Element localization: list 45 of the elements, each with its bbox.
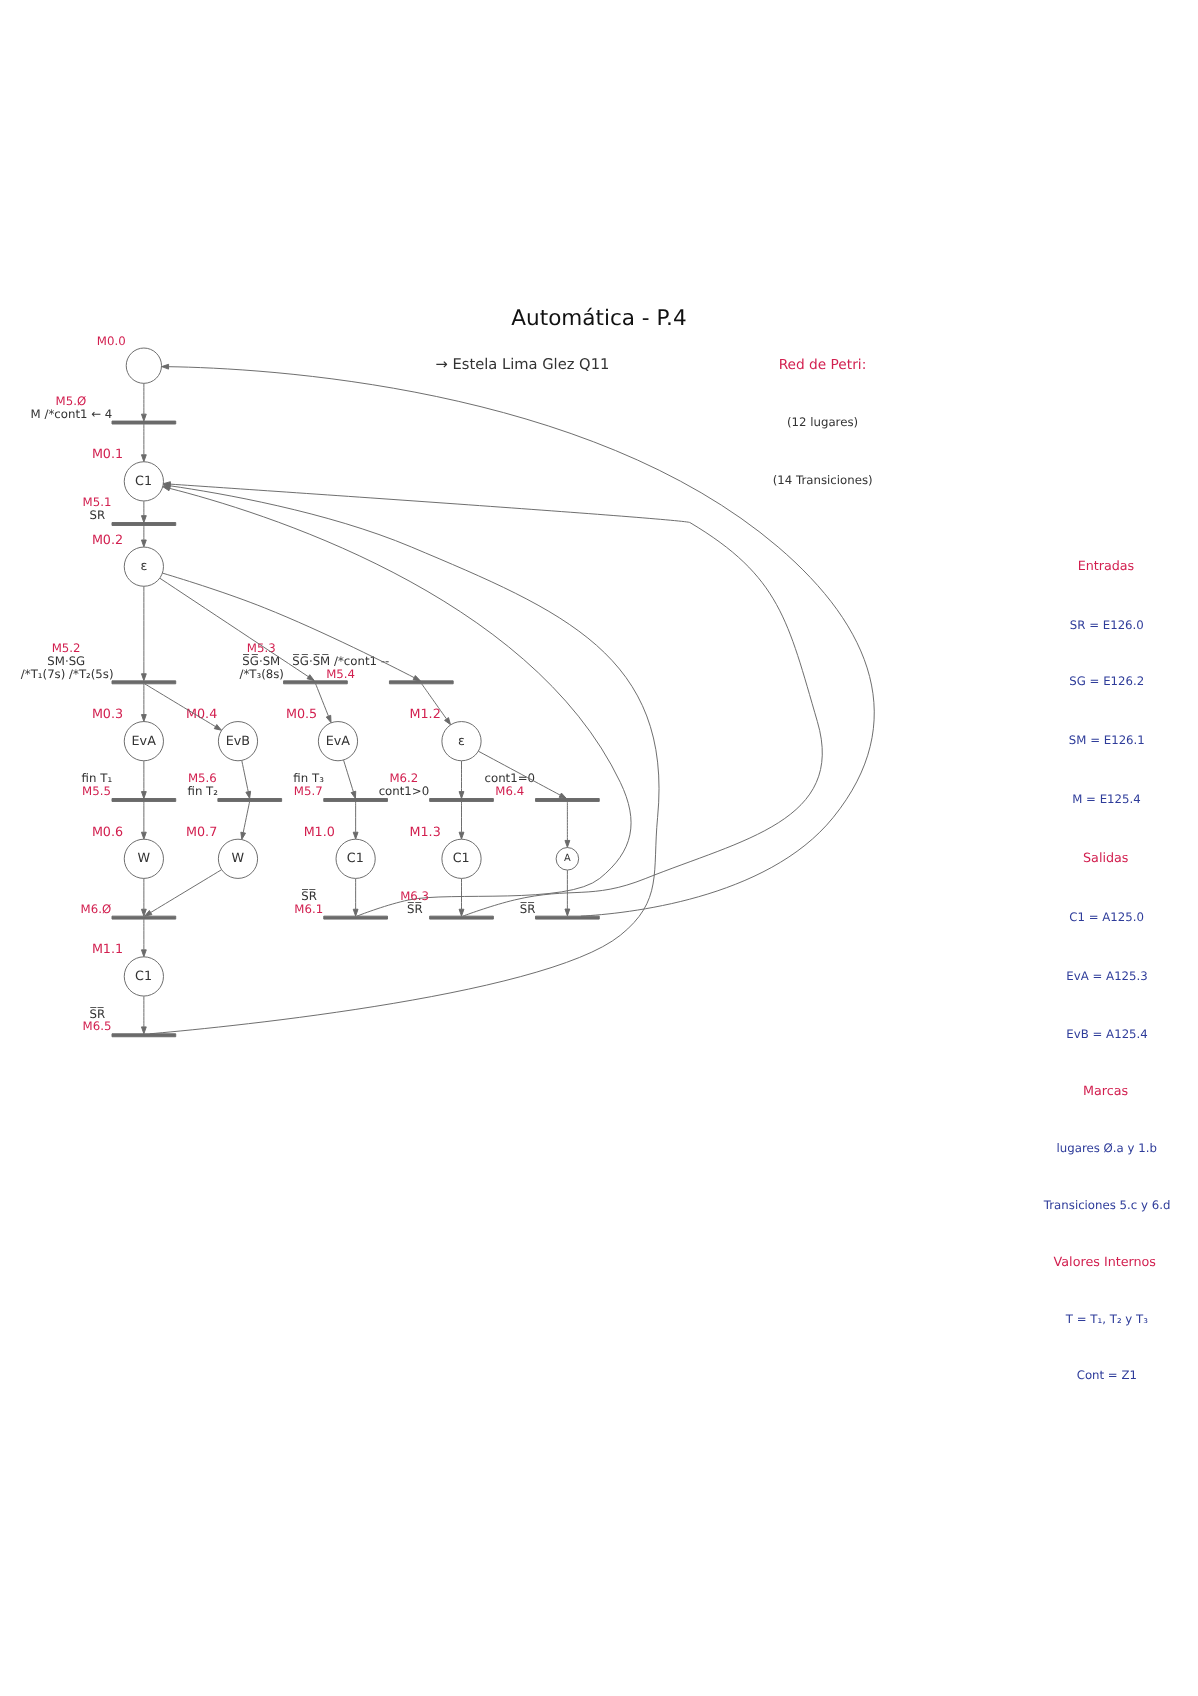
node-bar xyxy=(388,679,454,684)
node-bar xyxy=(323,914,388,919)
node-bar xyxy=(111,797,177,801)
node-bar xyxy=(535,797,600,801)
arrow xyxy=(343,758,357,798)
diagram-title: Automática - P.4 xyxy=(511,304,687,331)
arrow xyxy=(141,877,147,916)
arrow xyxy=(315,682,332,723)
node-circle xyxy=(125,346,162,383)
arrow xyxy=(141,682,147,721)
node-bar xyxy=(111,521,177,525)
node-bar xyxy=(217,797,283,801)
arrow xyxy=(241,758,252,798)
arrow xyxy=(141,524,147,547)
arrow xyxy=(421,682,451,725)
arrow xyxy=(352,877,359,916)
arrow xyxy=(141,584,147,681)
node-bar xyxy=(111,419,177,424)
arrow xyxy=(141,422,147,462)
arrow xyxy=(478,749,567,798)
arrow xyxy=(141,994,147,1034)
arrow xyxy=(141,759,147,798)
arrow xyxy=(458,800,465,839)
arrow xyxy=(141,381,147,421)
node-bar xyxy=(111,1032,177,1037)
arrow xyxy=(458,877,465,916)
node-bar xyxy=(283,679,348,684)
arrow xyxy=(141,800,147,839)
node-bar xyxy=(535,914,600,919)
arrow xyxy=(144,682,222,730)
arrow xyxy=(141,917,147,957)
node-bar xyxy=(111,914,177,919)
arrow xyxy=(159,576,315,680)
node-bar xyxy=(111,679,177,684)
node-bar xyxy=(429,914,494,919)
arrow xyxy=(240,800,251,839)
arrow xyxy=(458,759,465,798)
arrow xyxy=(162,571,421,681)
arrow xyxy=(352,800,359,839)
arrow xyxy=(564,800,571,847)
arrow xyxy=(141,499,147,522)
arrow xyxy=(144,868,223,916)
arrow xyxy=(564,868,571,916)
node-bar xyxy=(429,797,494,801)
node-bar xyxy=(323,797,388,801)
